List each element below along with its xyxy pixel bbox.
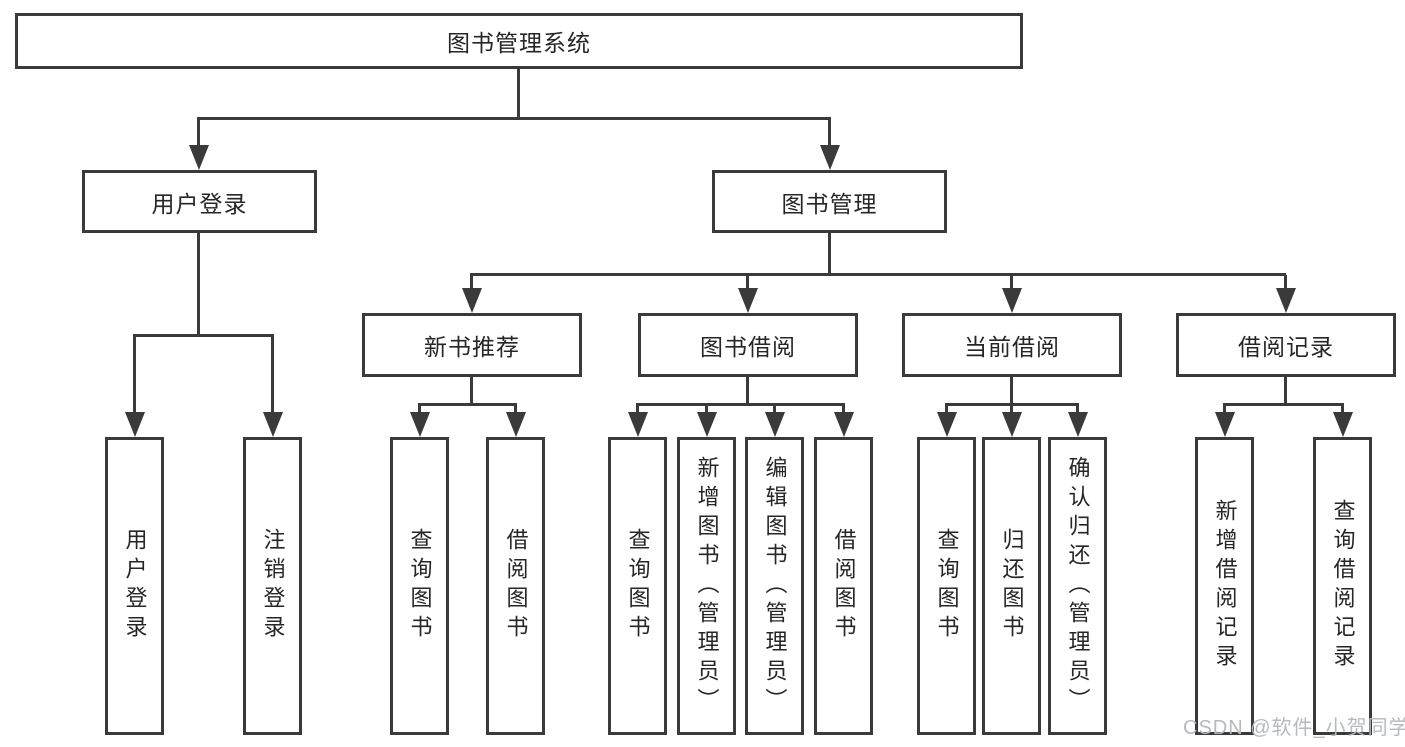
leaf-label: 查询图书 — [625, 528, 651, 644]
leaf-query-borrow-record: 查询借阅记录 — [1313, 437, 1372, 735]
arrowhead-icon — [263, 412, 283, 437]
node-book-management-label: 图书管理 — [781, 190, 878, 217]
node-current-borrowing-label: 当前借阅 — [964, 334, 1060, 360]
arrowhead-icon — [738, 288, 758, 313]
connector-line — [636, 403, 845, 406]
node-current-borrowing: 当前借阅 — [902, 313, 1122, 377]
arrowhead-icon — [1002, 288, 1022, 313]
node-root: 图书管理系统 — [15, 13, 1023, 69]
connector-line — [1010, 404, 1013, 413]
leaf-borrow-books-recommend: 借阅图书 — [486, 437, 545, 735]
leaf-label: 借阅图书 — [831, 528, 857, 644]
arrowhead-icon — [506, 412, 526, 437]
connector-line — [1223, 403, 1344, 406]
connector-line — [133, 335, 136, 412]
connector-line — [197, 118, 200, 147]
connector-line — [746, 377, 749, 405]
connector-line — [418, 404, 421, 413]
leaf-label: 编辑图书（管理员） — [762, 455, 788, 717]
leaf-add-borrow-record: 新增借阅记录 — [1195, 437, 1254, 735]
connector-line — [636, 404, 639, 413]
connector-line — [1284, 377, 1287, 405]
leaf-label: 查询图书 — [934, 528, 960, 644]
arrowhead-icon — [765, 412, 785, 437]
leaf-label: 确认归还（管理员） — [1065, 455, 1091, 717]
node-user-login: 用户登录 — [82, 170, 317, 233]
connector-line — [842, 404, 845, 413]
arrowhead-icon — [1068, 412, 1088, 437]
leaf-label: 新增图书（管理员） — [694, 455, 720, 717]
node-root-label: 图书管理系统 — [447, 30, 591, 56]
connector-line — [470, 273, 1286, 276]
node-user-login-label: 用户登录 — [151, 190, 248, 217]
leaf-return-books: 归还图书 — [982, 437, 1041, 735]
node-book-borrowing: 图书借阅 — [638, 313, 858, 377]
connector-line — [828, 233, 831, 275]
connector-line — [1010, 377, 1013, 405]
watermark: CSDN @软件_小贺同学 — [1183, 717, 1405, 739]
connector-line — [470, 275, 473, 290]
leaf-label: 借阅图书 — [503, 528, 529, 644]
arrowhead-icon — [820, 145, 840, 170]
arrowhead-icon — [1276, 288, 1296, 313]
connector-line — [746, 275, 749, 290]
leaf-logout: 注销登录 — [243, 437, 302, 735]
leaf-label: 查询借阅记录 — [1330, 499, 1356, 673]
connector-line — [773, 404, 776, 413]
connector-line — [197, 117, 831, 120]
leaf-confirm-return-admin: 确认归还（管理员） — [1048, 437, 1107, 735]
connector-line — [1223, 404, 1226, 413]
connector-line — [418, 403, 517, 406]
leaf-label: 注销登录 — [260, 528, 286, 644]
connector-line — [271, 335, 274, 412]
node-borrowing-records-label: 借阅记录 — [1238, 334, 1334, 360]
connector-line — [470, 377, 473, 405]
leaf-label: 新增借阅记录 — [1212, 499, 1238, 673]
connector-line — [197, 233, 200, 336]
arrowhead-icon — [697, 412, 717, 437]
connector-line — [517, 69, 520, 118]
connector-line — [133, 334, 274, 337]
arrowhead-icon — [410, 412, 430, 437]
node-book-management: 图书管理 — [712, 170, 947, 233]
node-book-borrowing-label: 图书借阅 — [700, 334, 796, 360]
arrowhead-icon — [125, 412, 145, 437]
connector-line — [828, 118, 831, 147]
leaf-query-books-current: 查询图书 — [917, 437, 976, 735]
connector-line — [1284, 275, 1287, 290]
arrowhead-icon — [462, 288, 482, 313]
arrowhead-icon — [834, 412, 854, 437]
leaf-add-books-admin: 新增图书（管理员） — [677, 437, 736, 735]
leaf-edit-books-admin: 编辑图书（管理员） — [745, 437, 804, 735]
leaf-label: 归还图书 — [999, 528, 1025, 644]
node-new-book-recommend: 新书推荐 — [362, 313, 582, 377]
leaf-label: 用户登录 — [122, 528, 148, 644]
leaf-query-books-recommend: 查询图书 — [390, 437, 449, 735]
arrowhead-icon — [189, 145, 209, 170]
arrowhead-icon — [1333, 412, 1353, 437]
leaf-borrow-books: 借阅图书 — [814, 437, 873, 735]
arrowhead-icon — [628, 412, 648, 437]
arrowhead-icon — [1215, 412, 1235, 437]
leaf-label: 查询图书 — [407, 528, 433, 644]
leaf-user-login: 用户登录 — [105, 437, 164, 735]
connector-line — [945, 404, 948, 413]
leaf-query-books-borrowing: 查询图书 — [608, 437, 667, 735]
connector-line — [514, 404, 517, 413]
arrowhead-icon — [1002, 412, 1022, 437]
node-borrowing-records: 借阅记录 — [1176, 313, 1396, 377]
node-new-book-recommend-label: 新书推荐 — [424, 334, 520, 360]
arrowhead-icon — [937, 412, 957, 437]
connector-line — [1010, 275, 1013, 290]
connector-line — [1341, 404, 1344, 413]
connector-line — [705, 404, 708, 413]
connector-line — [1076, 404, 1079, 413]
